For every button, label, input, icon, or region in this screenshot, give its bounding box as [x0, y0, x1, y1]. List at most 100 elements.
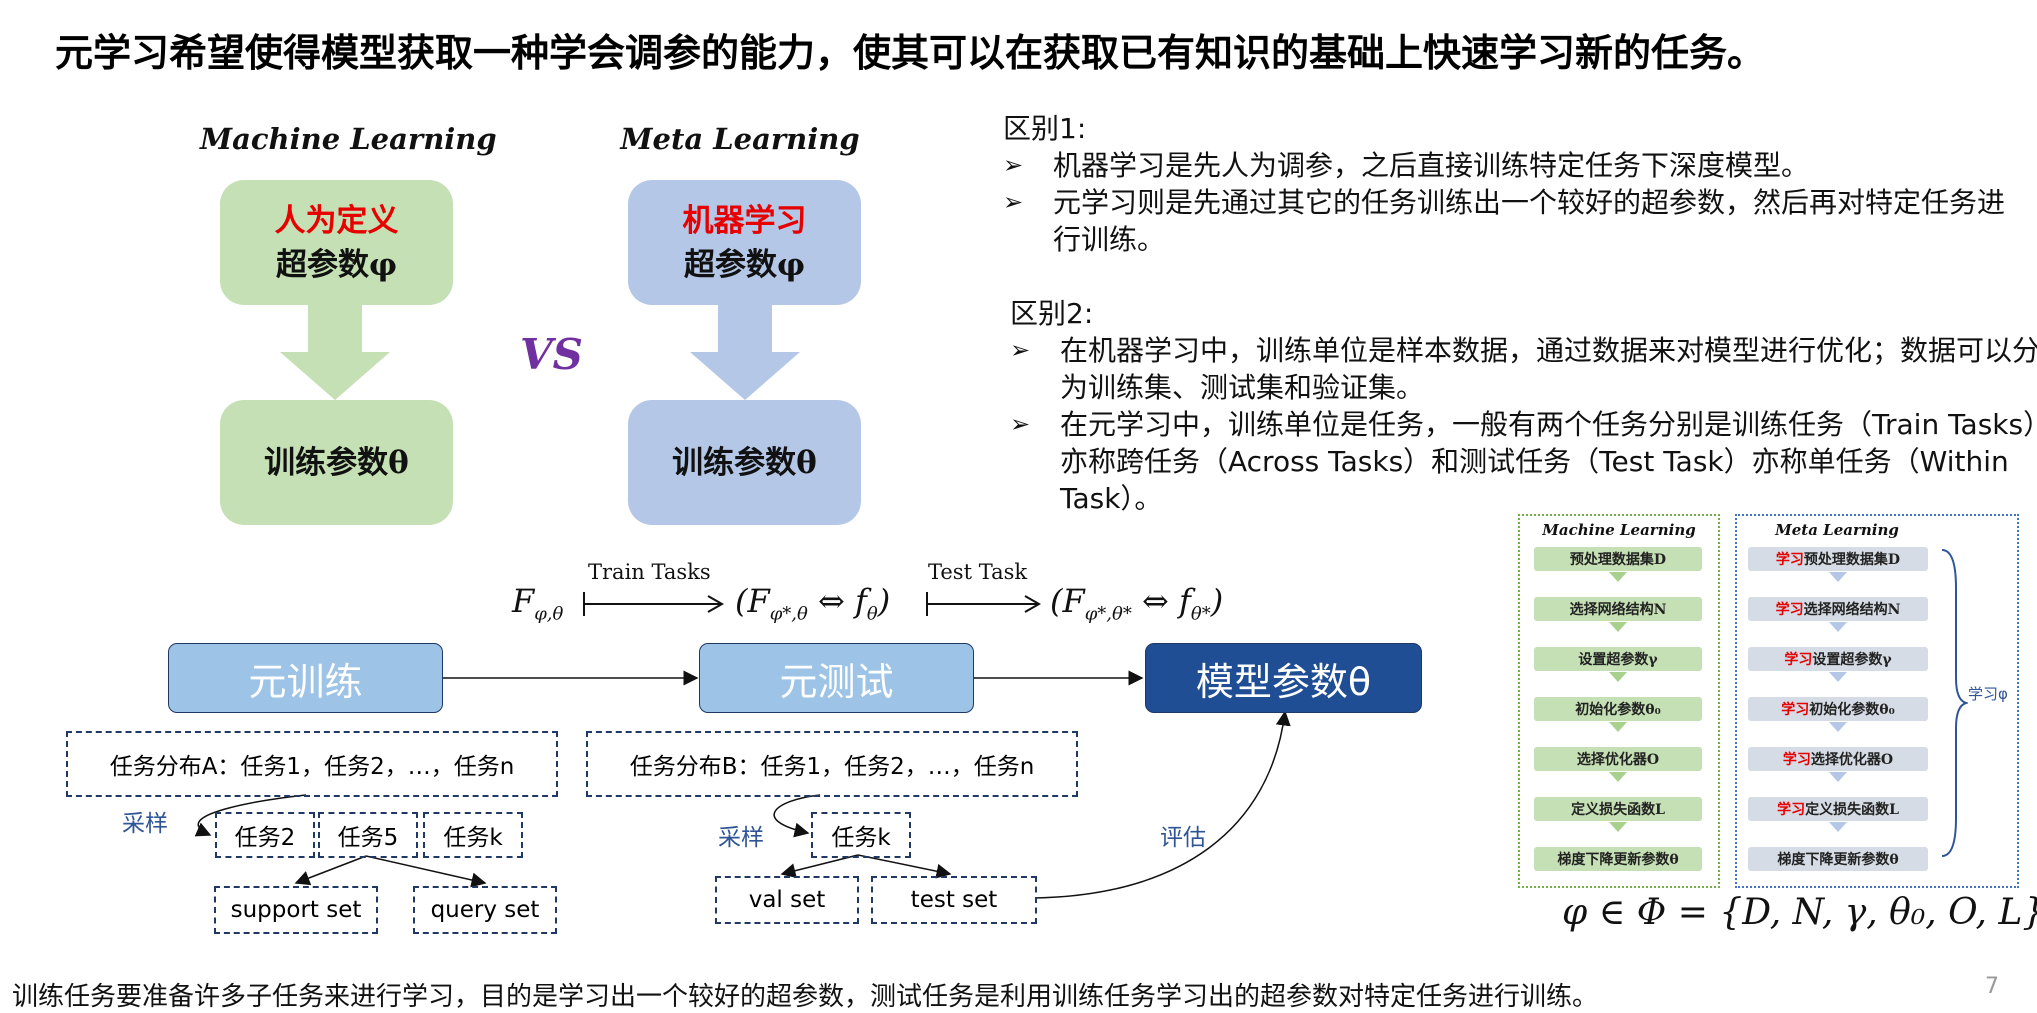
mini-ml-step: 梯度下降更新参数θ: [1534, 847, 1702, 871]
difference-2-item: ➢在机器学习中，训练单位是样本数据，通过数据来对模型进行优化；数据可以分为训练集…: [1010, 334, 2037, 404]
mini-meta-step: 梯度下降更新参数θ: [1748, 847, 1928, 871]
mini-down-arrow-icon: [1609, 672, 1627, 682]
mini-down-arrow-icon: [1609, 822, 1627, 832]
bullet-arrow-icon: ➢: [1010, 410, 1031, 438]
task-2-box: 任务2: [215, 812, 315, 858]
mini-down-arrow-icon: [1609, 722, 1627, 732]
mini-meta-step-label: 设置超参数γ: [1812, 652, 1892, 668]
learn-phi-label: 学习φ: [1968, 685, 2008, 703]
mini-ml-step: 定义损失函数L: [1534, 797, 1702, 821]
task-k-box: 任务k: [423, 812, 523, 858]
mini-meta-step-label: 梯度下降更新参数θ: [1777, 852, 1899, 868]
support-set-box: support set: [214, 886, 378, 934]
formula-intermediate: (Fφ*,θ ⇔ fθ): [735, 582, 891, 625]
mini-meta-learn-prefix: 学习: [1777, 802, 1806, 818]
bullet-arrow-icon: ➢: [1010, 336, 1031, 364]
mini-down-arrow-icon: [1829, 772, 1847, 782]
meta-train-param-box: 训练参数θ: [628, 400, 861, 525]
mini-down-arrow-icon: [1609, 622, 1627, 632]
mini-meta-learn-prefix: 学习: [1782, 752, 1811, 768]
maps-to-arrow: [583, 592, 725, 616]
ml-hyperparam-box: 人为定义 超参数φ: [220, 180, 453, 305]
ml-hyperparam-label: 超参数φ: [275, 246, 398, 283]
page-title: 元学习希望使得模型获取一种学会调参的能力，使其可以在获取已有知识的基础上快速学习…: [55, 31, 1766, 75]
mini-down-arrow-icon: [1829, 722, 1847, 732]
bottom-caption: 训练任务要准备许多子任务来进行学习，目的是学习出一个较好的超参数，测试任务是利用…: [12, 982, 1599, 1012]
mini-meta-learn-prefix: 学习: [1775, 552, 1804, 568]
meta-hyperparam-box: 机器学习 超参数φ: [628, 180, 861, 305]
difference-2-item: ➢在元学习中，训练单位是任务，一般有两个任务分别是训练任务（Train Task…: [1010, 408, 2037, 515]
sample-label-b: 采样: [718, 825, 764, 851]
mini-meta-step-label: 初始化参数θ₀: [1809, 702, 1895, 718]
test-task-label: Test Task: [928, 560, 1028, 584]
ml-human-defined-label: 人为定义: [274, 202, 399, 239]
evaluate-label: 评估: [1160, 825, 1206, 851]
mini-down-arrow-icon: [1829, 572, 1847, 582]
mini-meta-step: 学习定义损失函数L: [1748, 797, 1928, 821]
mini-meta-step: 学习选择优化器O: [1748, 747, 1928, 771]
sample-label-a: 采样: [122, 811, 168, 837]
meta-machine-learning-label: 机器学习: [682, 202, 807, 239]
bullet-arrow-icon: ➢: [1003, 151, 1024, 179]
task-k-box: 任务k: [811, 812, 911, 858]
set-formula: φ ∈ Φ = {D, N, γ, θ₀, O, L}: [1562, 892, 2037, 933]
ml-train-param-box: 训练参数θ: [220, 400, 453, 525]
meta-train-box: 元训练: [168, 643, 443, 713]
page-number: 7: [1985, 974, 1999, 999]
task-distribution-b: 任务分布B：任务1，任务2，…，任务n: [586, 731, 1078, 797]
mini-meta-frame: Meta Learning: [1735, 514, 2019, 888]
formula-f-phi-theta: Fφ,θ: [512, 582, 564, 625]
mini-ml-step: 预处理数据集D: [1534, 547, 1702, 571]
mini-down-arrow-icon: [1829, 622, 1847, 632]
mini-ml-step: 选择网络结构N: [1534, 597, 1702, 621]
test-set-box: test set: [871, 876, 1037, 924]
difference-2-header: 区别2:: [1010, 297, 1094, 330]
mini-ml-step: 选择优化器O: [1534, 747, 1702, 771]
mini-down-arrow-icon: [1609, 772, 1627, 782]
difference-1-item: ➢机器学习是先人为调参，之后直接训练特定任务下深度模型。: [1003, 149, 1810, 182]
task-5-box: 任务5: [318, 812, 418, 858]
mini-meta-step-label: 选择优化器O: [1810, 752, 1894, 768]
mini-meta-step-label: 选择网络结构N: [1803, 602, 1901, 618]
ml-down-arrow: [280, 305, 390, 400]
mini-meta-header: Meta Learning: [1775, 521, 1899, 539]
mini-down-arrow-icon: [1609, 572, 1627, 582]
mini-meta-step-label: 定义损失函数L: [1805, 802, 1899, 818]
mini-meta-learn-prefix: 学习: [1781, 702, 1810, 718]
difference-1-item: ➢元学习则是先通过其它的任务训练出一个较好的超参数，然后再对特定任务进行训练。: [1003, 186, 2006, 256]
ml-header: Machine Learning: [200, 122, 497, 156]
maps-to-arrow: [926, 592, 1042, 616]
mini-ml-step: 设置超参数γ: [1534, 647, 1702, 671]
mini-meta-step: 学习预处理数据集D: [1748, 547, 1928, 571]
mini-meta-step: 学习初始化参数θ₀: [1748, 697, 1928, 721]
query-set-box: query set: [413, 886, 557, 934]
ml-train-param-label: 训练参数θ: [264, 444, 409, 481]
bullet-arrow-icon: ➢: [1003, 188, 1024, 216]
mini-meta-step: 学习设置超参数γ: [1748, 647, 1928, 671]
mini-down-arrow-icon: [1829, 822, 1847, 832]
mini-meta-learn-prefix: 学习: [1784, 652, 1813, 668]
mini-meta-step-label: 预处理数据集D: [1803, 552, 1901, 568]
meta-hyperparam-label: 超参数φ: [683, 246, 806, 283]
mini-down-arrow-icon: [1829, 672, 1847, 682]
difference-2: 区别2: ➢在机器学习中，训练单位是样本数据，通过数据来对模型进行优化；数据可以…: [1010, 295, 2037, 517]
mini-ml-step: 初始化参数θ₀: [1534, 697, 1702, 721]
vs-label: VS: [520, 330, 583, 379]
mini-ml-frame: Machine Learning: [1518, 514, 1720, 888]
difference-1: 区别1: ➢机器学习是先人为调参，之后直接训练特定任务下深度模型。 ➢元学习则是…: [1003, 110, 2005, 258]
train-tasks-label: Train Tasks: [588, 560, 711, 584]
task-distribution-a: 任务分布A：任务1，任务2，…，任务n: [66, 731, 558, 797]
difference-1-header: 区别1:: [1003, 112, 1087, 145]
meta-test-box: 元测试: [699, 643, 974, 713]
mini-ml-header: Machine Learning: [1542, 521, 1696, 539]
meta-down-arrow: [690, 305, 800, 400]
meta-header: Meta Learning: [620, 122, 860, 156]
meta-train-param-label: 训练参数θ: [672, 444, 817, 481]
curly-brace: [1941, 549, 1968, 857]
val-set-box: val set: [715, 876, 859, 924]
formula-final: (Fφ*,θ* ⇔ fθ*): [1050, 582, 1224, 625]
mini-meta-step: 学习选择网络结构N: [1748, 597, 1928, 621]
model-params-box: 模型参数θ: [1145, 643, 1422, 713]
mini-meta-learn-prefix: 学习: [1775, 602, 1804, 618]
